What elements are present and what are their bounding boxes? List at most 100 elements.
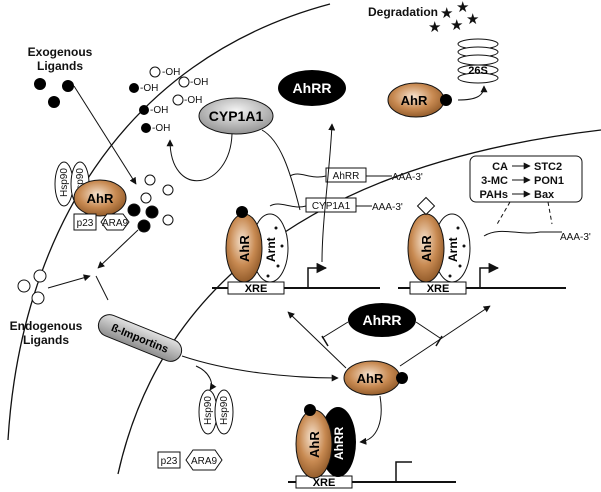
ahrr-protein-top: [278, 70, 346, 106]
ara9-hexagon: [100, 213, 130, 231]
ahrr-mrna-tail: AAA-3': [392, 172, 423, 183]
ahr-nuclear-ligand: [396, 372, 408, 384]
transcription-arrow: [321, 123, 336, 263]
svg-text:-OH: -OH: [190, 77, 208, 88]
chaperone-release-arrow: [195, 365, 217, 391]
svg-text:★: ★: [440, 5, 453, 22]
xre-left-box: [227, 281, 285, 295]
released-chaperones: Hsp90 Hsp90 p23 ARA9: [157, 389, 234, 471]
ahr-to-right-promoter-arrow: [399, 305, 491, 367]
ahrr-bottom-label: AhRR: [332, 426, 346, 460]
ahr-right-label: AhR: [419, 235, 434, 262]
ahr-degradation-label: AhR: [401, 93, 428, 108]
exogenous-ligand-dots: [34, 78, 74, 108]
svg-text:-OH: -OH: [184, 95, 202, 106]
ahr-left-ligand: [236, 206, 248, 218]
endogenous-ligand-dots: [17, 269, 47, 305]
cell-membrane: [7, 3, 331, 441]
cyp1a1-arrow: [166, 133, 233, 181]
translation-to-cyp1a1-arrow: [261, 129, 301, 211]
inhibit-left: [321, 321, 349, 339]
tss-bottom-blocked: [395, 461, 412, 482]
arnt-right-dots: [448, 226, 466, 278]
ahr-left-label: AhR: [237, 235, 252, 262]
ahr-to-ahrr-complex-arrow: [359, 395, 382, 445]
p23-released-box: [157, 451, 181, 469]
cyp1a1-enzyme-label: CYP1A1: [209, 108, 264, 124]
degradation-label: Degradation: [368, 5, 438, 19]
to-importins-arrow: [95, 275, 109, 301]
p23-box: [73, 213, 97, 231]
svg-text:★: ★: [466, 11, 479, 28]
target-ligand: CA: [492, 161, 508, 173]
p23-label: p23: [77, 218, 94, 229]
ahr-to-left-promoter-arrow: [287, 311, 347, 369]
inhibit-left-bar: [321, 335, 329, 347]
ahrr-mrna-box: [325, 167, 367, 183]
svg-text:★: ★: [428, 19, 441, 36]
cyp1a1-mrna-box: [305, 197, 357, 213]
arnt-left-dots: [266, 226, 284, 278]
endogenous-arrow: [47, 274, 91, 289]
ahrr-protein-mid-label: AhRR: [363, 312, 402, 328]
ara9-released-label: ARA9: [191, 456, 218, 467]
xre-left-label: XRE: [245, 283, 268, 295]
xre-right-box: [409, 281, 467, 295]
svg-text:-OH: -OH: [140, 83, 158, 94]
importins-capsule: ß-Importins: [97, 314, 183, 362]
proteasome-label: 26S: [468, 65, 488, 77]
ahrr-mrna-label: AhRR: [333, 171, 360, 182]
target-genes-list: CA STC2 3-MC PON1 PAHs Bax: [479, 161, 564, 201]
callout-dash-left: [495, 201, 511, 227]
xre-bottom-box: [295, 475, 353, 489]
ahr-cytoplasm-label: AhR: [87, 191, 114, 206]
inhibit-right-bar: [435, 335, 443, 347]
cyp1a1-mrna-label: CYP1A1: [312, 201, 351, 212]
ara9-label: ARA9: [102, 218, 129, 229]
target-gene: Bax: [534, 189, 555, 201]
ahr-bottom-ligand: [304, 404, 316, 416]
svg-text:★: ★: [456, 0, 469, 16]
cytoplasmic-ahr-complex: Hsp90 Hsp90 AhR p23 ARA9: [54, 161, 130, 231]
hsp90-a-label: Hsp90: [59, 168, 70, 197]
svg-text:-OH: -OH: [150, 105, 168, 116]
cyp1a1-enzyme: [198, 97, 274, 135]
tss-left: [307, 262, 328, 288]
ahr-degradation-ligand: [440, 94, 452, 106]
tss-right: [479, 262, 500, 288]
svg-text:★: ★: [450, 17, 463, 34]
p23-released-label: p23: [161, 456, 178, 467]
degradation-stars: ★★★★★: [428, 0, 479, 36]
target-mrna-tail: AAA-3': [560, 232, 591, 243]
cyp1a1-mrna-tail: AAA-3': [372, 202, 403, 213]
target-mrna-line: [483, 230, 562, 237]
exogenous-entry-arrow: [73, 85, 137, 185]
svg-text:-OH: -OH: [152, 123, 170, 134]
target-ligand: PAHs: [479, 189, 508, 201]
ahr-bottom-label: AhR: [307, 431, 322, 458]
ahrr-protein-top-label: AhRR: [293, 80, 332, 96]
importins-to-nucleus-arrow: [181, 355, 339, 382]
cytoplasmic-ligands: [127, 174, 174, 233]
hsp90-b-label: Hsp90: [75, 168, 86, 197]
ahr-right-ligand-diamond: [416, 196, 436, 216]
xre-right-label: XRE: [427, 283, 450, 295]
ahr-cytoplasm: [73, 179, 127, 217]
svg-text:-OH: -OH: [162, 67, 180, 78]
target-gene: STC2: [534, 161, 562, 173]
ahrr-protein-mid: [348, 303, 416, 337]
ara9-released-hexagon: [185, 449, 223, 471]
ligand-to-complex-arrow: [97, 229, 139, 269]
callout-dash-right: [547, 201, 553, 225]
target-ligand: 3-MC: [481, 175, 508, 187]
proteasome-26s: [457, 38, 499, 84]
xre-bottom-label: XRE: [313, 477, 336, 489]
arnt-right-label: Arnt: [446, 237, 460, 262]
target-gene: PON1: [534, 175, 564, 187]
ahr-nuclear-label: AhR: [357, 371, 384, 386]
to-proteasome-arrow: [457, 85, 488, 101]
hydroxylated-metabolites: -OH -OH -OH -OH -OH -OH: [129, 66, 208, 134]
